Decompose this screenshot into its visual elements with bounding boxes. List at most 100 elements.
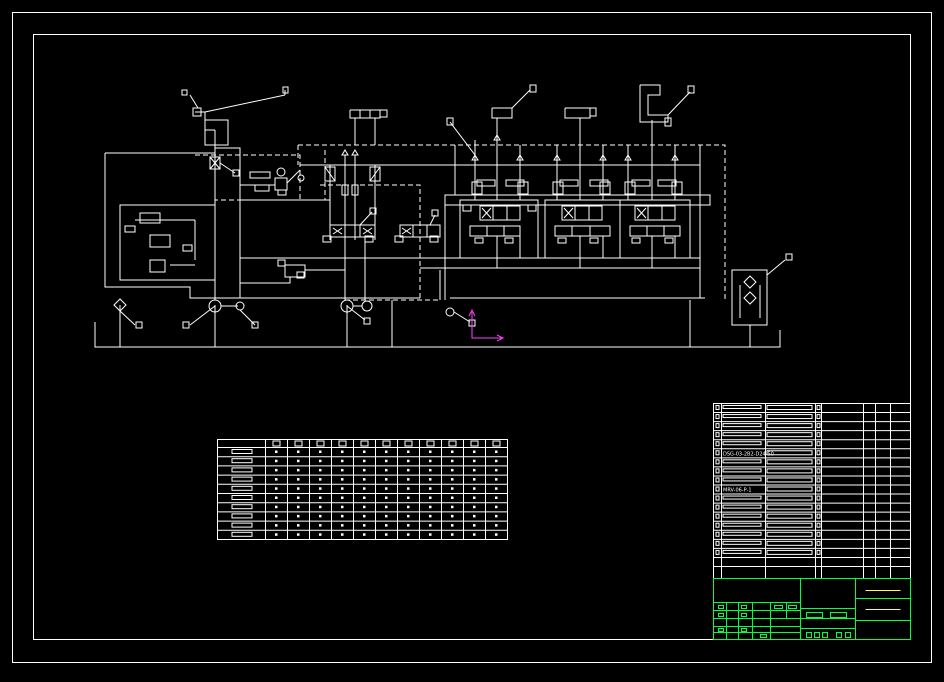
table-row-label-box bbox=[231, 522, 253, 528]
table-cell-mark bbox=[275, 468, 278, 472]
ucs-axis-icon bbox=[468, 308, 505, 342]
parts-row-index bbox=[715, 504, 720, 510]
table-header-box bbox=[448, 440, 457, 447]
table-cell-mark bbox=[429, 505, 432, 509]
table-cell-mark bbox=[275, 478, 278, 481]
table-cell-mark bbox=[319, 478, 322, 481]
table-cell-mark bbox=[363, 524, 366, 527]
table-cell-mark bbox=[451, 505, 454, 509]
parts-row-qty bbox=[816, 495, 821, 501]
table-cell-mark bbox=[341, 487, 344, 490]
parts-row-spec-box bbox=[722, 531, 762, 536]
table-header-box bbox=[426, 440, 435, 447]
parts-row-index bbox=[715, 549, 720, 555]
table-cell-mark bbox=[495, 533, 498, 536]
table-header-box bbox=[404, 440, 413, 447]
table-cell-mark bbox=[297, 533, 300, 536]
hydraulic-circuit bbox=[94, 84, 793, 348]
parts-row-index bbox=[715, 486, 720, 492]
table-cell-mark bbox=[341, 478, 344, 481]
parts-row-qty bbox=[816, 486, 821, 492]
parts-row-name-box bbox=[766, 459, 813, 465]
parts-row-qty bbox=[816, 504, 821, 510]
table-cell-mark bbox=[495, 478, 498, 481]
parts-row-index bbox=[715, 522, 720, 528]
parts-row-index bbox=[715, 405, 720, 410]
table-header-box bbox=[360, 440, 369, 447]
parts-row-spec-box bbox=[722, 549, 762, 554]
table-cell-mark bbox=[341, 459, 344, 463]
table-cell-mark bbox=[407, 496, 410, 499]
parts-row-index bbox=[715, 441, 720, 447]
table-cell-mark bbox=[385, 505, 388, 509]
parts-row-qty bbox=[816, 441, 821, 447]
parts-row-spec: DSG-03-2B2-D24-50 bbox=[723, 451, 774, 457]
parts-row-name-box bbox=[766, 486, 813, 492]
table-cell-mark bbox=[297, 524, 300, 527]
parts-row-spec-box bbox=[722, 468, 762, 473]
table-cell-mark bbox=[451, 524, 454, 527]
table-cell-mark bbox=[407, 459, 410, 463]
table-cell-mark bbox=[451, 496, 454, 499]
parts-row-name-box bbox=[766, 432, 813, 438]
table-cell-mark bbox=[297, 450, 300, 453]
parts-row-qty bbox=[816, 522, 821, 528]
table-cell-mark bbox=[385, 533, 388, 536]
table-cell-mark bbox=[429, 487, 432, 490]
parts-row-name-box bbox=[766, 549, 813, 555]
table-cell-mark bbox=[473, 478, 476, 481]
table-cell-mark bbox=[451, 468, 454, 472]
table-cell-mark bbox=[297, 459, 300, 463]
parts-row-spec-box bbox=[722, 414, 762, 419]
table-cell-mark bbox=[495, 450, 498, 453]
table-cell-mark bbox=[363, 468, 366, 472]
table-cell-mark bbox=[275, 533, 278, 536]
parts-row-spec-box bbox=[722, 405, 762, 409]
parts-row-spec-box bbox=[722, 495, 762, 500]
parts-row-qty bbox=[816, 432, 821, 438]
parts-row-index bbox=[715, 531, 720, 537]
table-cell-mark bbox=[297, 505, 300, 509]
table-row-label-box bbox=[231, 458, 253, 464]
parts-row-qty bbox=[816, 477, 821, 483]
table-cell-mark bbox=[473, 487, 476, 490]
table-cell-mark bbox=[341, 524, 344, 527]
table-row-label-box bbox=[231, 504, 253, 510]
table-cell-mark bbox=[407, 487, 410, 490]
table-row-label-box bbox=[231, 449, 253, 454]
parts-row-name-box bbox=[766, 495, 813, 501]
parts-row-spec-box bbox=[722, 522, 762, 527]
parts-row-name-box bbox=[766, 522, 813, 528]
parts-row-index bbox=[715, 513, 720, 519]
table-cell-mark bbox=[341, 468, 344, 472]
parts-row-index bbox=[715, 432, 720, 438]
table-cell-mark bbox=[495, 487, 498, 490]
table-header-box bbox=[382, 440, 391, 447]
table-row-label-box bbox=[231, 485, 253, 491]
table-cell-mark bbox=[429, 478, 432, 481]
parts-row-qty bbox=[816, 540, 821, 546]
table-cell-mark bbox=[407, 468, 410, 472]
table-header-box bbox=[338, 440, 347, 447]
table-cell-mark bbox=[297, 468, 300, 472]
parts-row-qty bbox=[816, 423, 821, 429]
table-cell-mark bbox=[451, 533, 454, 536]
table-cell-mark bbox=[473, 496, 476, 499]
table-cell-mark bbox=[275, 524, 278, 527]
parts-row-index bbox=[715, 450, 720, 456]
table-cell-mark bbox=[319, 514, 322, 518]
table-cell-mark bbox=[385, 468, 388, 472]
table-cell-mark bbox=[407, 450, 410, 453]
parts-row-spec-box bbox=[722, 441, 762, 446]
table-row-label-box bbox=[231, 467, 253, 473]
table-cell-mark bbox=[275, 514, 278, 518]
table-cell-mark bbox=[385, 459, 388, 463]
parts-row-spec-box bbox=[722, 423, 762, 428]
parts-row-qty bbox=[816, 414, 821, 420]
table-cell-mark bbox=[275, 496, 278, 499]
table-cell-mark bbox=[385, 450, 388, 453]
table-cell-mark bbox=[341, 514, 344, 518]
table-cell-mark bbox=[319, 459, 322, 463]
table-cell-mark bbox=[429, 533, 432, 536]
